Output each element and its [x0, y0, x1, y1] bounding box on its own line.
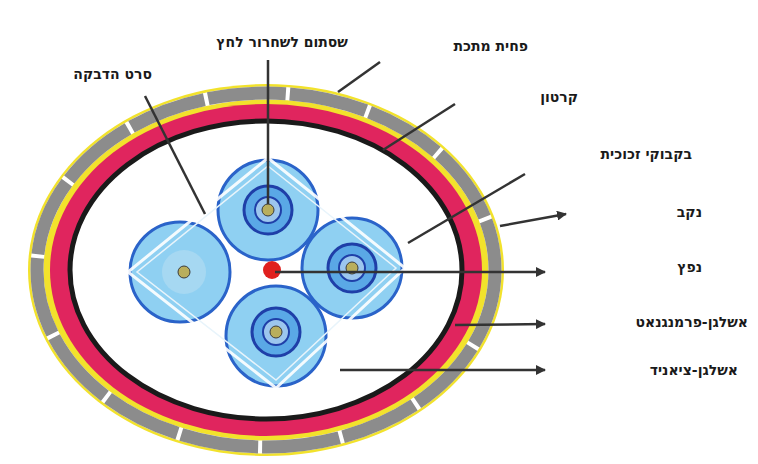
hole-gaps: [37, 93, 495, 447]
part-label: אשלגן-פרמנגנאט: [635, 314, 748, 331]
detonator: [263, 261, 281, 279]
part-label: בקבוקי זכוכית: [601, 146, 692, 163]
cardboard: [37, 93, 495, 447]
part-label: שסתום לשחרור לחץ: [216, 34, 348, 51]
part-label: פחית מתכת: [453, 38, 528, 55]
permanganate-layer: [50, 104, 482, 436]
part-label: סרט הדבקה: [73, 66, 152, 83]
part-label: קרטון: [540, 89, 578, 106]
cyanide-layer: [70, 121, 462, 419]
part-label: אשלגן-ציאניד: [650, 362, 738, 379]
part-label: נקב: [677, 204, 702, 221]
part-label: נפץ: [677, 259, 702, 276]
leader-lines: [145, 60, 566, 370]
metal-can: [28, 84, 504, 456]
